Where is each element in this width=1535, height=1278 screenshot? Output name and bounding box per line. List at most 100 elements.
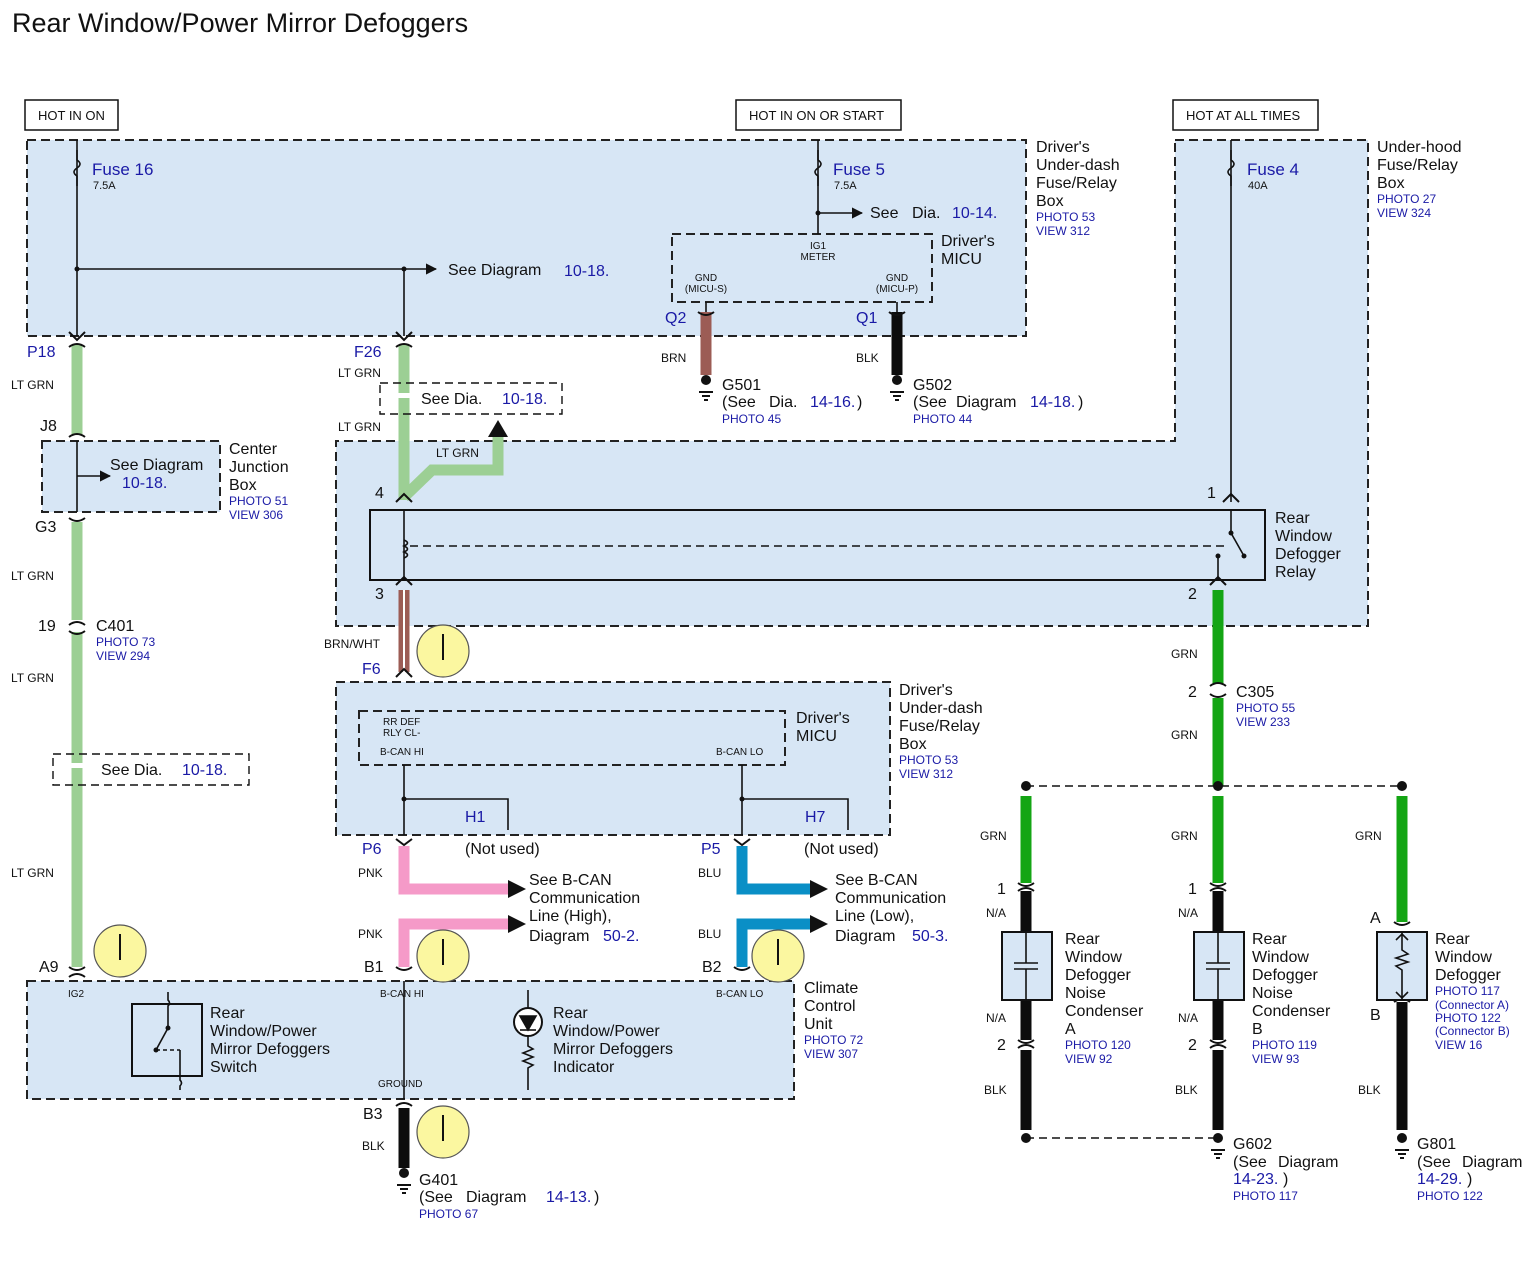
- svg-text:LT GRN: LT GRN: [338, 366, 381, 380]
- wire-ltgrn-branch: [400, 435, 504, 501]
- svg-text:Box: Box: [1377, 175, 1405, 192]
- svg-text:Diagram: Diagram: [529, 928, 589, 945]
- hot-in-on-box: [24, 99, 119, 131]
- svg-text:PNK: PNK: [358, 927, 383, 941]
- svg-text:Relay: Relay: [1275, 564, 1316, 581]
- svg-text:VIEW 294: VIEW 294: [96, 649, 150, 663]
- svg-text:B-CAN HI: B-CAN HI: [380, 989, 424, 1000]
- connector-caps: [68, 311, 1411, 1107]
- fuse-16-symbol: [73, 150, 81, 186]
- defogger-label: Rear: [1435, 931, 1470, 948]
- defogger-switch-symbol: [131, 1003, 203, 1077]
- hot-in-on-or-start-label: HOT IN ON OR START: [749, 108, 884, 123]
- svg-text:(Connector A): (Connector A): [1435, 998, 1509, 1012]
- svg-text:(Not used): (Not used): [804, 841, 879, 858]
- svg-text:B-CAN LO: B-CAN LO: [716, 989, 763, 1000]
- svg-text:PHOTO 117: PHOTO 117: [1435, 984, 1500, 998]
- svg-text:BLK: BLK: [1175, 1083, 1198, 1097]
- wire-color-label: LT GRN: [11, 378, 54, 392]
- defogger-switch-label: Rear: [210, 1005, 245, 1022]
- svg-text:50-2.: 50-2.: [603, 928, 639, 945]
- svg-text:Diagram: Diagram: [835, 928, 895, 945]
- svg-text:IG2: IG2: [68, 989, 85, 1000]
- svg-text:Window: Window: [1252, 949, 1309, 966]
- svg-text:GROUND: GROUND: [378, 1079, 422, 1090]
- svg-text:RLY CL-: RLY CL-: [383, 728, 420, 739]
- connector-p5: P5: [701, 841, 721, 858]
- svg-text:PNK: PNK: [358, 866, 383, 880]
- svg-text:2: 2: [997, 1037, 1006, 1054]
- ground-g501: G501: [722, 377, 761, 394]
- svg-text:See Dia.: See Dia.: [101, 762, 162, 779]
- drivers-micu-top: [671, 233, 933, 303]
- center-junction-box: [41, 440, 221, 513]
- svg-text:Switch: Switch: [210, 1059, 257, 1076]
- svg-text:PHOTO 53: PHOTO 53: [1036, 210, 1095, 224]
- svg-text:1: 1: [1207, 485, 1216, 502]
- svg-text:(MICU-P): (MICU-P): [876, 284, 918, 295]
- bcan-high-ref: See B-CAN: [529, 872, 612, 889]
- connector-c401: C401: [96, 618, 134, 635]
- svg-text:GND: GND: [695, 273, 717, 284]
- svg-text:PHOTO 117: PHOTO 117: [1233, 1189, 1298, 1203]
- svg-text:BRN/WHT: BRN/WHT: [324, 637, 381, 651]
- svg-text:Unit: Unit: [804, 1016, 833, 1033]
- svg-text:N/A: N/A: [1178, 1011, 1198, 1025]
- connector-q1: Q1: [856, 310, 877, 327]
- ground-g801: G801: [1417, 1136, 1456, 1153]
- bcan-low-ref: See B-CAN: [835, 872, 918, 889]
- ground-g602: G602: [1233, 1136, 1272, 1153]
- ground-symbols: [397, 375, 1409, 1194]
- fuse-5-rating: 7.5A: [834, 180, 857, 192]
- svg-text:Noise: Noise: [1065, 985, 1106, 1002]
- hot-in-on-label: HOT IN ON: [38, 108, 105, 123]
- svg-text:Diagram: Diagram: [1462, 1154, 1522, 1171]
- svg-text:Box: Box: [1036, 193, 1064, 210]
- hot-in-on-or-start-box: [735, 99, 902, 131]
- svg-text:Diagram: Diagram: [466, 1189, 526, 1206]
- svg-text:BLU: BLU: [698, 927, 721, 941]
- svg-text:14-23.: 14-23.: [1233, 1171, 1278, 1188]
- svg-text:VIEW 307: VIEW 307: [804, 1047, 858, 1061]
- svg-text:): ): [857, 394, 862, 411]
- svg-text:10-18.: 10-18.: [564, 263, 609, 280]
- svg-text:Condenser: Condenser: [1252, 1003, 1331, 1020]
- svg-text:BLK: BLK: [856, 351, 879, 365]
- svg-text:VIEW 233: VIEW 233: [1236, 715, 1290, 729]
- hot-at-all-times-box: [1172, 99, 1319, 131]
- svg-text:Defogger: Defogger: [1435, 967, 1501, 984]
- fuse-4-label: Fuse 4: [1247, 160, 1299, 179]
- svg-text:See Diagram: See Diagram: [110, 457, 203, 474]
- svg-text:14-13.: 14-13.: [546, 1189, 591, 1206]
- condenser-a-symbol: [1001, 931, 1053, 1001]
- svg-text:Mirror Defoggers: Mirror Defoggers: [210, 1041, 330, 1058]
- svg-text:Fuse/Relay: Fuse/Relay: [899, 718, 980, 735]
- micu-top-label: Driver's: [941, 233, 995, 250]
- svg-text:MICU: MICU: [796, 728, 837, 745]
- svg-text:4: 4: [375, 485, 384, 502]
- svg-text:LT GRN: LT GRN: [11, 569, 54, 583]
- svg-text:14-18.: 14-18.: [1030, 394, 1075, 411]
- svg-text:PHOTO 119: PHOTO 119: [1252, 1038, 1317, 1052]
- svg-text:A: A: [1370, 910, 1381, 927]
- svg-text:GRN: GRN: [1355, 829, 1382, 843]
- svg-text:(Connector B): (Connector B): [1435, 1024, 1510, 1038]
- page-title: Rear Window/Power Mirror Defoggers: [12, 8, 468, 38]
- center-junction-label: Center: [229, 441, 278, 458]
- fuse-16-rating: 7.5A: [93, 180, 116, 192]
- svg-text:BLK: BLK: [362, 1139, 385, 1153]
- svg-text:LT GRN: LT GRN: [436, 446, 479, 460]
- svg-text:N/A: N/A: [986, 1011, 1006, 1025]
- svg-text:METER: METER: [801, 252, 836, 263]
- svg-text:PHOTO 45: PHOTO 45: [722, 412, 781, 426]
- svg-text:GND: GND: [886, 273, 908, 284]
- svg-text:2: 2: [1188, 1037, 1197, 1054]
- svg-text:VIEW 92: VIEW 92: [1065, 1052, 1113, 1066]
- fuse-4-symbol: [1227, 150, 1235, 186]
- svg-text:Window: Window: [1275, 528, 1332, 545]
- svg-text:50-3.: 50-3.: [912, 928, 948, 945]
- svg-text:1: 1: [1188, 881, 1197, 898]
- svg-text:19: 19: [38, 618, 56, 635]
- svg-text:(See: (See: [1417, 1154, 1451, 1171]
